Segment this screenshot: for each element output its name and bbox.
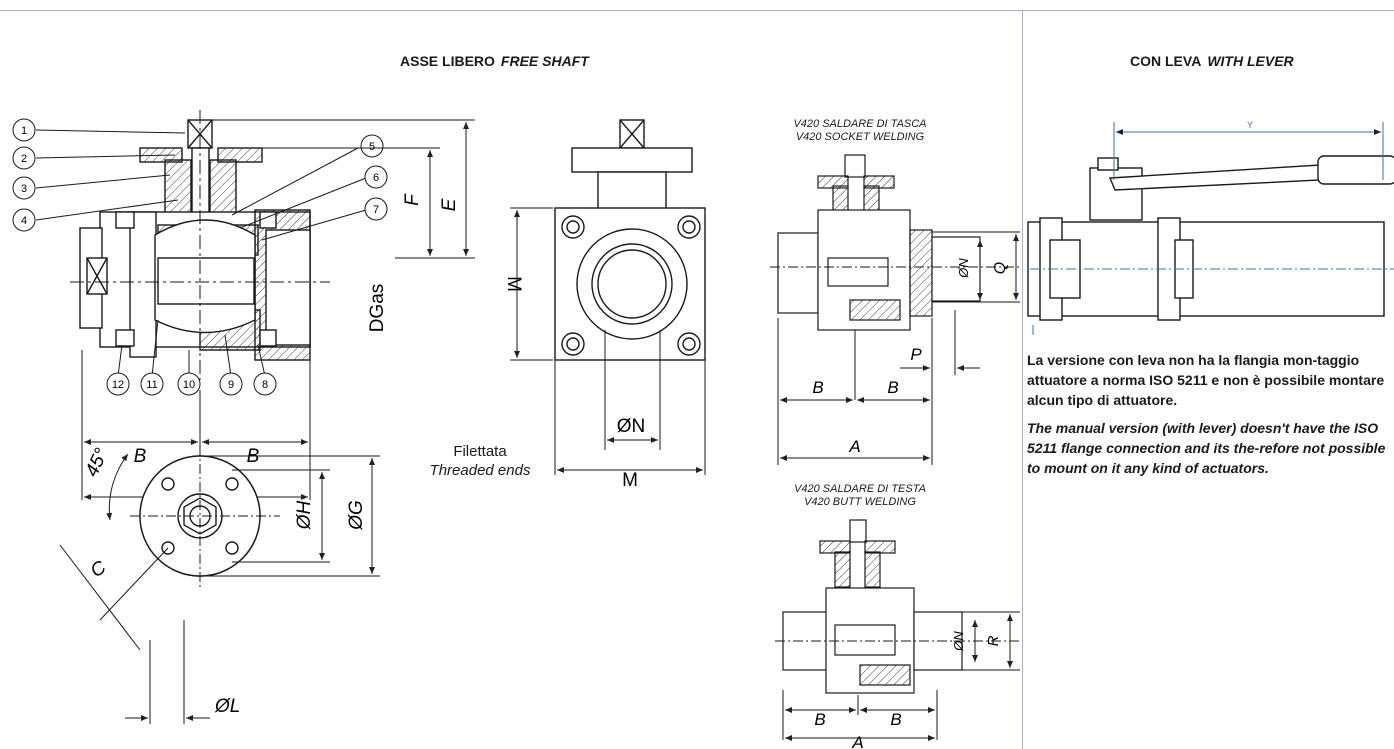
butt-caption-it: V420 SALDARE DI TESTA <box>794 483 926 495</box>
bubble-7: 7 <box>364 197 388 221</box>
butt-dimensions <box>775 611 1020 741</box>
dim-g: ØG <box>346 500 367 531</box>
butt-caption-en: V420 BUTT WELDING <box>804 496 916 508</box>
dim-l: ØL <box>214 696 240 717</box>
bubble-12: 12 <box>106 372 130 396</box>
lever-note-en: The manual version (with lever) doesn't … <box>1027 420 1386 476</box>
butt-dim-r: R <box>985 635 1002 646</box>
bubble-6: 6 <box>364 165 388 189</box>
dim-m-bottom: M <box>622 470 638 491</box>
free-shaft-heading-en: FREE SHAFT <box>500 53 589 69</box>
bubble-4: 4 <box>12 208 36 232</box>
svg-text:2: 2 <box>21 153 27 165</box>
side-dimensions <box>510 207 706 475</box>
threaded-en: Threaded ends <box>429 462 531 479</box>
socket-dim-p: P <box>910 345 922 364</box>
socket-dim-b-right: B <box>887 378 898 397</box>
svg-text:7: 7 <box>373 204 379 216</box>
butt-dim-n: ØN <box>951 631 966 652</box>
side-view <box>554 119 706 361</box>
butt-dim-b-left: B <box>814 710 825 729</box>
dim-b-left: B <box>134 446 147 467</box>
threaded-it: Filettata <box>453 443 507 460</box>
svg-text:12: 12 <box>112 379 124 391</box>
lever-heading-it: CON LEVA <box>1130 53 1202 69</box>
front-section-view <box>70 110 330 380</box>
svg-text:10: 10 <box>183 379 195 391</box>
dim-f: F <box>402 193 423 206</box>
lever-note-it: La versione con leva non ha la flangia m… <box>1027 352 1385 408</box>
svg-text:1: 1 <box>21 125 27 137</box>
svg-text:6: 6 <box>373 172 379 184</box>
svg-text:4: 4 <box>21 215 27 227</box>
socket-welding-view <box>777 154 981 331</box>
butt-caption: V420 SALDARE DI TESTA V420 BUTT WELDING <box>765 483 955 509</box>
lever-view <box>1027 155 1394 321</box>
bubble-10: 10 <box>177 372 201 396</box>
socket-dim-b-left: B <box>812 378 823 397</box>
socket-caption: V420 SALDARE DI TASCA V420 SOCKET WELDIN… <box>765 118 955 144</box>
lever-dimensions <box>1030 122 1394 335</box>
lever-heading: CON LEVA WITH LEVER <box>1130 53 1294 69</box>
lever-dim-y: Y <box>1247 120 1253 130</box>
bubble-1: 1 <box>12 118 36 142</box>
dim-n-side: ØN <box>617 416 646 437</box>
dim-dgas: DGas <box>367 284 388 333</box>
dim-h: ØH <box>294 500 315 530</box>
svg-text:11: 11 <box>146 379 157 391</box>
dim-m-left: M <box>503 276 524 292</box>
free-shaft-heading-it: ASSE LIBERO <box>400 53 495 69</box>
bubble-11: 11 <box>140 372 164 396</box>
part-leaders <box>35 129 367 377</box>
column-divider <box>1022 10 1023 749</box>
svg-text:9: 9 <box>228 379 234 391</box>
svg-text:3: 3 <box>21 183 27 195</box>
svg-text:5: 5 <box>369 141 375 153</box>
socket-dim-a: A <box>848 437 860 456</box>
socket-dimensions <box>770 231 1020 465</box>
threaded-ends-label: Filettata Threaded ends <box>420 442 540 480</box>
butt-dim-a: A <box>851 733 863 749</box>
bubble-8: 8 <box>253 372 277 396</box>
socket-dim-q: Q <box>992 262 1009 274</box>
top-dimensions <box>59 446 380 724</box>
socket-caption-it: V420 SALDARE DI TASCA <box>793 118 927 130</box>
part-bubbles: 1 2 3 4 5 6 7 8 9 10 11 12 <box>12 118 388 396</box>
butt-dim-b-right: B <box>890 710 901 729</box>
bubble-9: 9 <box>219 372 243 396</box>
dim-e: E <box>439 198 460 211</box>
socket-dim-n: ØN <box>956 258 971 279</box>
dim-c: C <box>87 557 111 582</box>
bubble-5: 5 <box>360 134 384 158</box>
svg-text:8: 8 <box>262 379 268 391</box>
dim-45deg: 45° <box>81 445 112 480</box>
socket-caption-en: V420 SOCKET WELDING <box>795 131 925 143</box>
bubble-3: 3 <box>12 176 36 200</box>
top-rule <box>0 10 1394 11</box>
bubble-2: 2 <box>12 146 36 170</box>
lever-heading-en: WITH LEVER <box>1207 53 1294 69</box>
free-shaft-heading: ASSE LIBERO FREE SHAFT <box>400 53 589 69</box>
butt-welding-view <box>782 519 963 694</box>
front-dimensions <box>81 119 475 500</box>
side-bolt-heads <box>561 215 701 356</box>
